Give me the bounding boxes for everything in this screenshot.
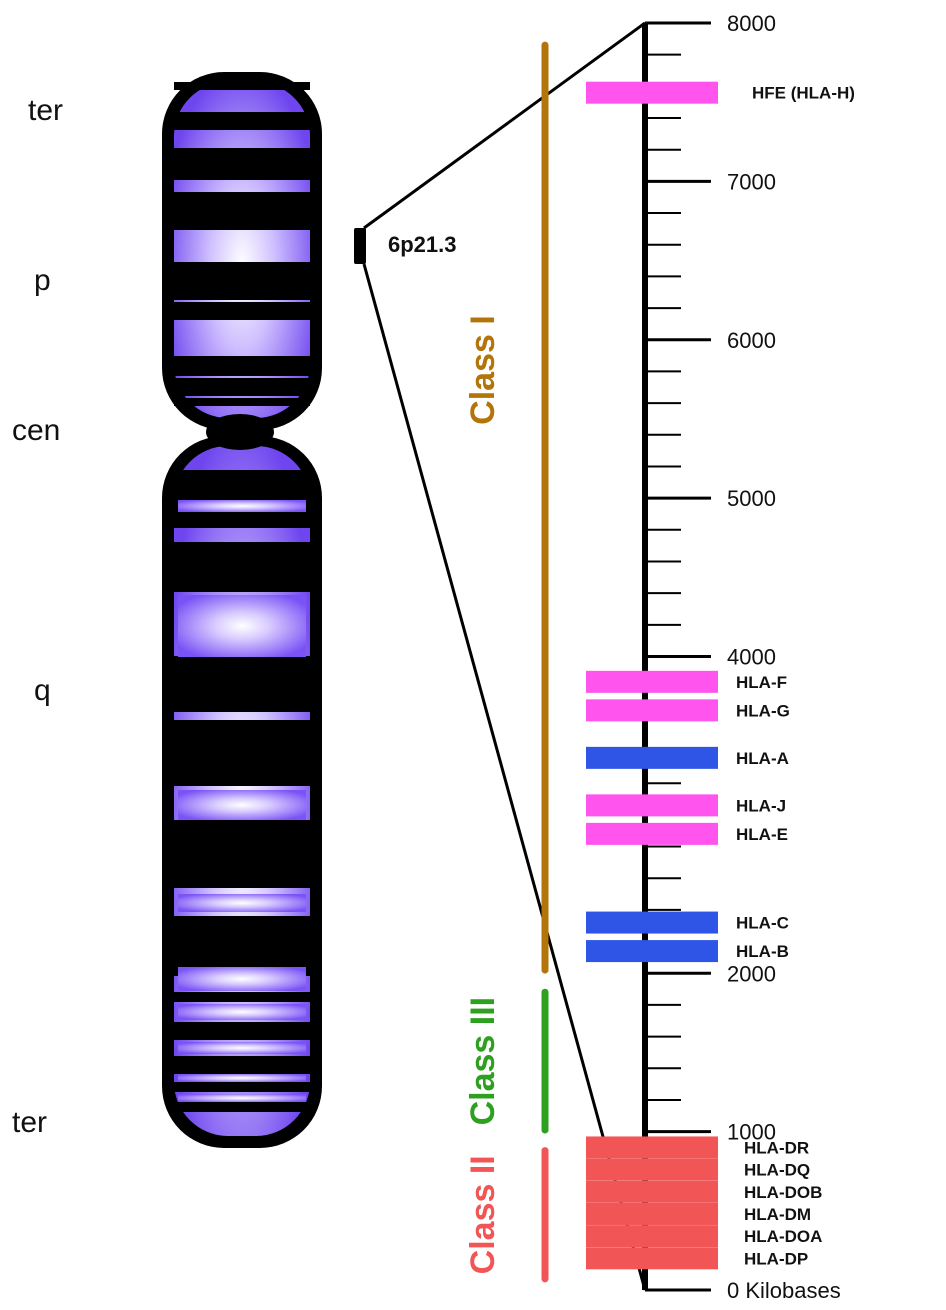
gene-label: HLA-G bbox=[736, 701, 790, 720]
gene-label: HLA-DOA bbox=[744, 1227, 822, 1246]
gene-label: HLA-DP bbox=[744, 1249, 808, 1268]
gene-label: HLA-F bbox=[736, 673, 787, 692]
dark-band bbox=[174, 820, 310, 888]
band-6p21-3-marker bbox=[354, 228, 366, 264]
gene-label: HLA-J bbox=[736, 796, 786, 815]
scale-tick-label: 0 Kilobases bbox=[727, 1278, 841, 1303]
dark-band bbox=[174, 192, 310, 230]
gene-bar bbox=[586, 1136, 718, 1158]
light-band bbox=[178, 967, 306, 991]
gene-bar bbox=[586, 940, 718, 962]
scale-tick-label: 6000 bbox=[727, 328, 776, 353]
dark-band bbox=[174, 356, 310, 376]
gene-bar bbox=[586, 912, 718, 934]
gene-bar bbox=[586, 1159, 718, 1181]
mhc-classes: Class I Class III Class II bbox=[464, 45, 545, 1279]
scale-tick-label: 5000 bbox=[727, 486, 776, 511]
dark-band bbox=[174, 1056, 310, 1074]
scale-tick-label: 4000 bbox=[727, 645, 776, 670]
dark-band bbox=[174, 398, 310, 406]
gene-bar bbox=[586, 1203, 718, 1225]
arm-label-q: q bbox=[34, 674, 51, 707]
dark-band bbox=[174, 1082, 310, 1092]
class-label: Class I bbox=[464, 315, 502, 425]
light-band bbox=[178, 1004, 306, 1020]
gene-bar bbox=[586, 747, 718, 769]
arm-label-ter-bottom: ter bbox=[12, 1106, 47, 1139]
light-band bbox=[178, 595, 306, 657]
gene-label: HLA-A bbox=[736, 749, 789, 768]
light-band bbox=[178, 500, 306, 512]
class-label: Class II bbox=[464, 1155, 502, 1274]
light-band bbox=[178, 894, 306, 912]
dark-band bbox=[174, 302, 310, 320]
arm-label-cen: cen bbox=[12, 414, 60, 447]
band-label: 6p21.3 bbox=[388, 232, 457, 257]
gene-label: HLA-C bbox=[736, 914, 789, 933]
gene-bar bbox=[586, 1247, 718, 1269]
dark-band bbox=[174, 720, 310, 786]
gene-label: HLA-DQ bbox=[744, 1161, 810, 1180]
gene-list: HFE (HLA-H) HLA-F HLA-G HLA-A HLA-J HLA-E HLA-… bbox=[586, 82, 855, 1270]
light-band bbox=[178, 1074, 306, 1082]
gene-label: HLA-DM bbox=[744, 1205, 811, 1224]
gene-bar bbox=[586, 794, 718, 816]
gene-label: HFE (HLA-H) bbox=[752, 84, 855, 103]
gene-bar bbox=[586, 671, 718, 693]
dark-band bbox=[174, 470, 310, 528]
gene-label: HLA-DR bbox=[744, 1138, 809, 1157]
light-band bbox=[178, 790, 306, 820]
zoom-line-top bbox=[364, 23, 645, 228]
arm-label-ter-top: ter bbox=[28, 94, 63, 127]
gene-label: HLA-DOB bbox=[744, 1183, 822, 1202]
gene-bar bbox=[586, 82, 718, 104]
gene-bar bbox=[586, 699, 718, 721]
dark-band bbox=[174, 1022, 310, 1040]
light-band bbox=[178, 1094, 306, 1102]
dark-band bbox=[174, 656, 310, 712]
gene-bar bbox=[586, 1181, 718, 1203]
dark-band bbox=[174, 112, 310, 130]
chromosome-6 bbox=[162, 72, 322, 1148]
zoom-line-bottom bbox=[364, 264, 645, 1290]
arm-label-p: p bbox=[34, 264, 51, 297]
dark-band bbox=[174, 82, 310, 90]
gene-label: HLA-B bbox=[736, 942, 789, 961]
gene-bar bbox=[586, 823, 718, 845]
light-band bbox=[178, 1042, 306, 1054]
centromere bbox=[206, 414, 274, 450]
dark-band bbox=[174, 992, 310, 1002]
gene-bar bbox=[586, 1225, 718, 1247]
scale-tick-label: 8000 bbox=[727, 11, 776, 36]
dark-band bbox=[174, 262, 310, 300]
scale-tick-label: 7000 bbox=[727, 169, 776, 194]
dark-band bbox=[174, 542, 310, 592]
dark-band bbox=[174, 148, 310, 180]
gene-label: HLA-E bbox=[736, 825, 788, 844]
dark-band bbox=[174, 378, 310, 396]
dark-band bbox=[174, 1102, 310, 1112]
class-label: Class III bbox=[464, 997, 502, 1126]
scale-tick-label: 2000 bbox=[727, 961, 776, 986]
